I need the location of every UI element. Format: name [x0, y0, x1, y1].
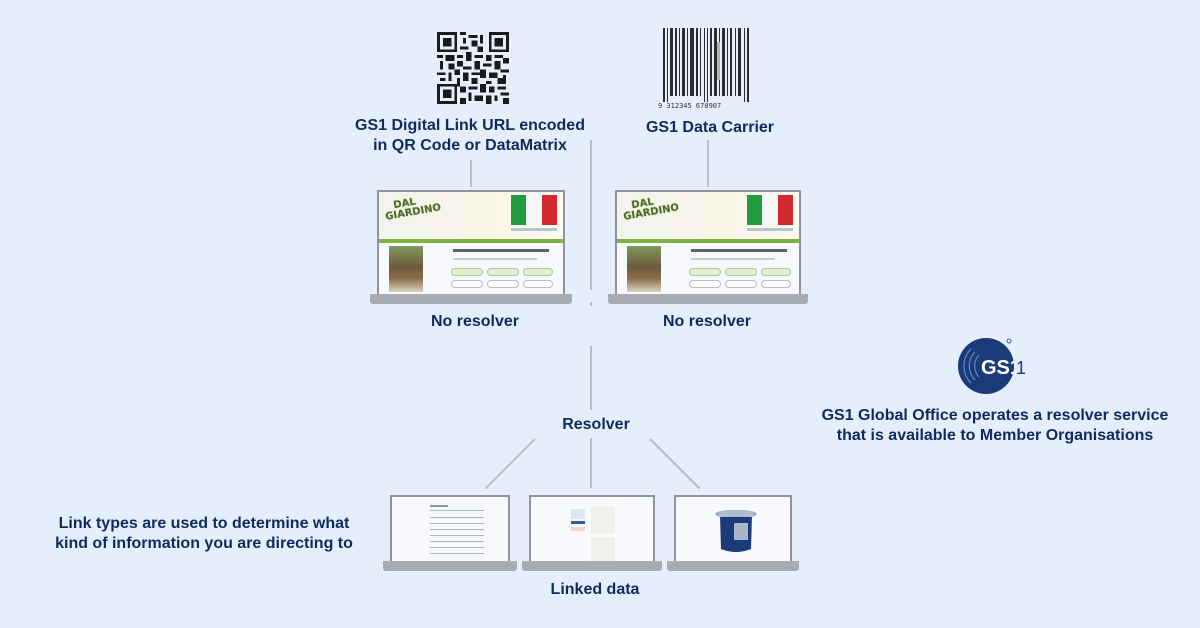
gs1-logo-icon: GS1 1: [957, 337, 1033, 395]
table-rule: [430, 529, 484, 530]
doc-thumb: [571, 509, 585, 519]
website-screen: DAL GIARDINO: [615, 190, 801, 296]
pill-button: [689, 280, 721, 288]
connector-resolver-left: [484, 438, 536, 490]
pill-button: [451, 268, 483, 276]
pill-button: [725, 268, 757, 276]
table-title: [430, 505, 448, 507]
product-image: [627, 246, 661, 292]
laptop-base: [522, 561, 662, 571]
italian-flag-icon: [747, 195, 793, 225]
site-header: DAL GIARDINO: [379, 192, 563, 239]
website-laptop-qr: DAL GIARDINO: [370, 190, 572, 304]
connector-resolver-right: [649, 438, 701, 490]
table-rule: [430, 517, 484, 518]
connector-center-divider: [590, 140, 592, 290]
table-rule: [430, 535, 484, 536]
gs1-note: GS1 Global Office operates a resolver se…: [805, 406, 1185, 446]
doc-thumb: [571, 527, 585, 531]
linked-laptop-nutrition: [383, 495, 517, 571]
gs1-logo-text: GS1: [981, 357, 1021, 379]
dal-giardino-logo: DAL GIARDINO: [383, 193, 443, 230]
laptop-base: [667, 561, 799, 571]
pill-button: [761, 268, 791, 276]
site-nav-bar: [379, 239, 563, 243]
link-types-note: Link types are used to determine what ki…: [44, 514, 364, 554]
connector-resolver-center: [590, 438, 592, 488]
product-subtitle: [453, 258, 537, 260]
pill-button: [761, 280, 791, 288]
barcode-icon: 9 312345 678907: [655, 28, 761, 110]
product-screen: [674, 495, 792, 563]
connector-to-resolver: [590, 346, 592, 410]
barcode-digits: 9 312345 678907: [658, 102, 721, 110]
flag-caption: [511, 228, 557, 231]
italian-flag-icon: [511, 195, 557, 225]
laptop-base: [370, 294, 572, 304]
document-screen: [529, 495, 655, 563]
table-rule: [430, 523, 484, 524]
resolver-label: Resolver: [562, 416, 630, 433]
link-types-line2: kind of information you are directing to: [55, 535, 353, 552]
product-image: [389, 246, 423, 292]
site-nav-bar: [617, 239, 799, 243]
data-carrier-label: GS1 Data Carrier: [645, 119, 775, 136]
laptop-base: [383, 561, 517, 571]
gs1-logo-one: 1: [1016, 358, 1026, 378]
product-jar-icon: [715, 510, 757, 552]
product-title: [453, 249, 549, 252]
table-rule: [430, 553, 484, 554]
qr-label-line1: GS1 Digital Link URL encoded: [355, 117, 585, 134]
dal-giardino-logo: DAL GIARDINO: [621, 193, 681, 230]
pill-button: [487, 268, 519, 276]
site-header: DAL GIARDINO: [617, 192, 799, 239]
linked-laptop-product: [667, 495, 799, 571]
product-title: [691, 249, 787, 252]
table-rule: [430, 510, 484, 511]
pill-button: [689, 268, 721, 276]
connector-carrier-to-screen: [707, 140, 709, 187]
flag-caption: [747, 228, 793, 231]
gs1-note-line2: that is available to Member Organisation…: [836, 427, 1154, 444]
nutrition-table-screen: [390, 495, 510, 563]
gs1-note-line1: GS1 Global Office operates a resolver se…: [821, 407, 1169, 424]
pill-button: [725, 280, 757, 288]
table-rule: [430, 547, 484, 548]
pill-button: [487, 280, 519, 288]
connector-qr-to-screen: [470, 160, 472, 187]
qr-label: GS1 Digital Link URL encoded in QR Code …: [340, 116, 600, 156]
linked-laptop-document: [522, 495, 662, 571]
pill-button: [523, 268, 553, 276]
pill-button: [523, 280, 553, 288]
table-rule: [430, 541, 484, 542]
doc-text-block: [591, 537, 615, 561]
qr-code-icon: [437, 32, 509, 104]
pill-button: [451, 280, 483, 288]
doc-text-block: [591, 507, 615, 533]
laptop-base: [608, 294, 808, 304]
qr-label-line2: in QR Code or DataMatrix: [373, 137, 567, 154]
connector-center-dot: [590, 302, 592, 306]
product-subtitle: [691, 258, 775, 260]
linked-data-label: Linked data: [550, 581, 640, 598]
website-screen: DAL GIARDINO: [377, 190, 565, 296]
website-laptop-carrier: DAL GIARDINO: [608, 190, 808, 304]
no-resolver-label-right: No resolver: [662, 313, 752, 330]
no-resolver-label-left: No resolver: [430, 313, 520, 330]
doc-highlight: [571, 521, 585, 524]
link-types-line1: Link types are used to determine what: [58, 515, 350, 532]
